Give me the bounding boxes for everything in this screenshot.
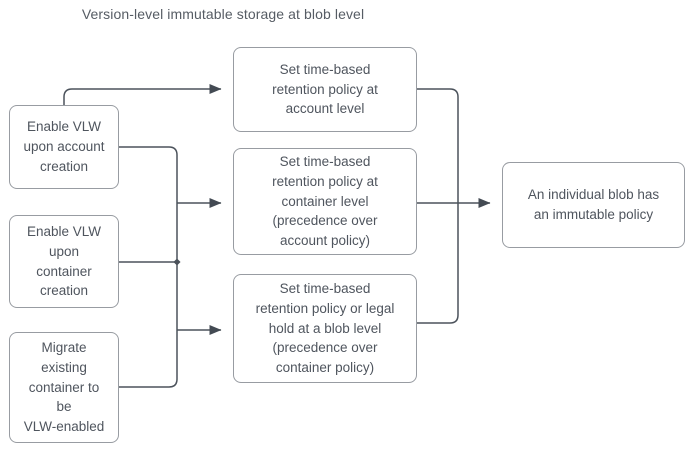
node-enable-vlw-account-creation: Enable VLW upon account creation (9, 105, 119, 189)
node-label: Set time-based retention policy at accou… (272, 61, 378, 117)
node-label: An individual blob has an immutable poli… (527, 187, 660, 222)
node-label: Migrate existing container to be VLW-ena… (23, 339, 105, 435)
diagram-title: Version-level immutable storage at blob … (81, 6, 365, 22)
connector-account-to-account-policy (63, 84, 222, 105)
node-enable-vlw-container-creation: Enable VLW upon container creation (9, 215, 119, 308)
node-label: Set time-based retention policy or legal… (255, 280, 395, 376)
connector-left-merge-rail (119, 146, 178, 388)
node-migrate-existing-container: Migrate existing container to be VLW-ena… (9, 332, 119, 443)
node-label: Enable VLW upon account creation (23, 119, 105, 174)
node-retention-policy-account-level: Set time-based retention policy at accou… (233, 47, 417, 132)
connector-right-merge-rail (417, 88, 459, 324)
node-label: Set time-based retention policy at conta… (272, 153, 378, 249)
node-label: Enable VLW upon container creation (26, 223, 102, 299)
node-individual-blob-immutable-policy: An individual blob has an immutable poli… (502, 162, 685, 248)
node-retention-policy-blob-level: Set time-based retention policy or legal… (233, 274, 417, 383)
connector-junction-node (173, 258, 181, 266)
node-retention-policy-container-level: Set time-based retention policy at conta… (233, 148, 417, 255)
